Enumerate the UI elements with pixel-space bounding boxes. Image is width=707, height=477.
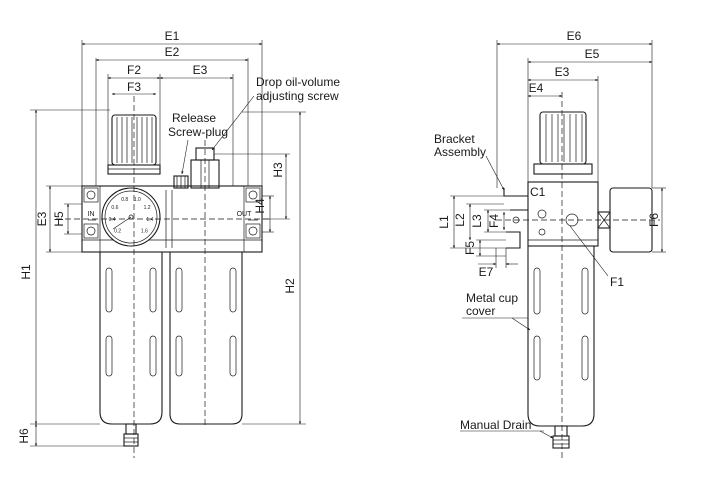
dim-E1: E1 [165,29,180,43]
metal-cup-label-1: Metal cup [466,291,518,305]
gauge-tick-label: 0.6 [111,205,118,211]
dim-L2: L2 [453,213,467,227]
drop-oil-label-1: Drop oil-volume [256,75,340,89]
gauge-tick-labels: 0.2 0.4 0.60.8 1.01.2 1.4 1.6 [109,197,154,234]
release-label-2: Screw-plug [168,125,228,139]
dim-E4: E4 [529,81,544,95]
drop-oil-label-2: adjusting screw [256,89,339,103]
manual-drain-label: Manual Drain [460,418,531,432]
dim-E2: E2 [165,45,180,59]
metal-cup-label-2: cover [466,304,495,318]
gauge-tick-label: 0.8 [121,197,128,203]
dim-H3: H3 [271,162,285,178]
dim-E3-left: E3 [35,211,49,226]
gauge-tick-label: 0.2 [114,228,121,234]
dim-H5: H5 [52,211,66,227]
gauge-tick-label: 1.2 [144,205,151,211]
gauge-tick-label: 1.4 [146,217,153,223]
dim-H4: H4 [253,198,267,214]
dim-C1: C1 [530,185,546,199]
front-view: IN OUT 0.2 0.4 0.60.8 1.01.2 1.4 1.6 [17,29,340,458]
gauge-tick-label: 1.0 [134,197,141,203]
dim-E3-top: E3 [193,63,208,77]
filter-bowl [99,252,163,447]
left-port-block: IN [83,187,99,239]
side-view: E6 E5 E3 E4 F6 L1 L2 L3 F4 [434,29,666,458]
dim-F3: F3 [127,80,141,94]
dim-H6: H6 [17,428,31,444]
dim-E3-side: E3 [555,65,570,79]
lubricator-bowl [169,252,243,425]
dim-E6: E6 [567,29,582,43]
gauge-tick-label: 1.6 [141,228,148,234]
release-label-1: Release [172,111,216,125]
bracket-label-2: Assembly [434,145,486,159]
dim-F2: F2 [127,63,141,77]
gauge-tick-label: 0.4 [109,217,116,223]
dim-L3: L3 [470,214,484,228]
port-in-label: IN [88,211,95,218]
dim-H2: H2 [283,278,297,294]
dim-L1: L1 [437,215,451,229]
dim-F4: F4 [487,214,501,228]
dim-F5: F5 [463,241,477,255]
dim-E7: E7 [479,265,494,279]
pressure-gauge: 0.2 0.4 0.60.8 1.01.2 1.4 1.6 [101,187,161,247]
dim-F1: F1 [610,275,624,289]
dim-F6: F6 [647,213,661,227]
dim-E5: E5 [585,47,600,61]
right-port-block: OUT [237,187,261,239]
dim-H1: H1 [19,264,33,280]
port-out-label: OUT [237,211,253,218]
bracket-label-1: Bracket [434,132,475,146]
